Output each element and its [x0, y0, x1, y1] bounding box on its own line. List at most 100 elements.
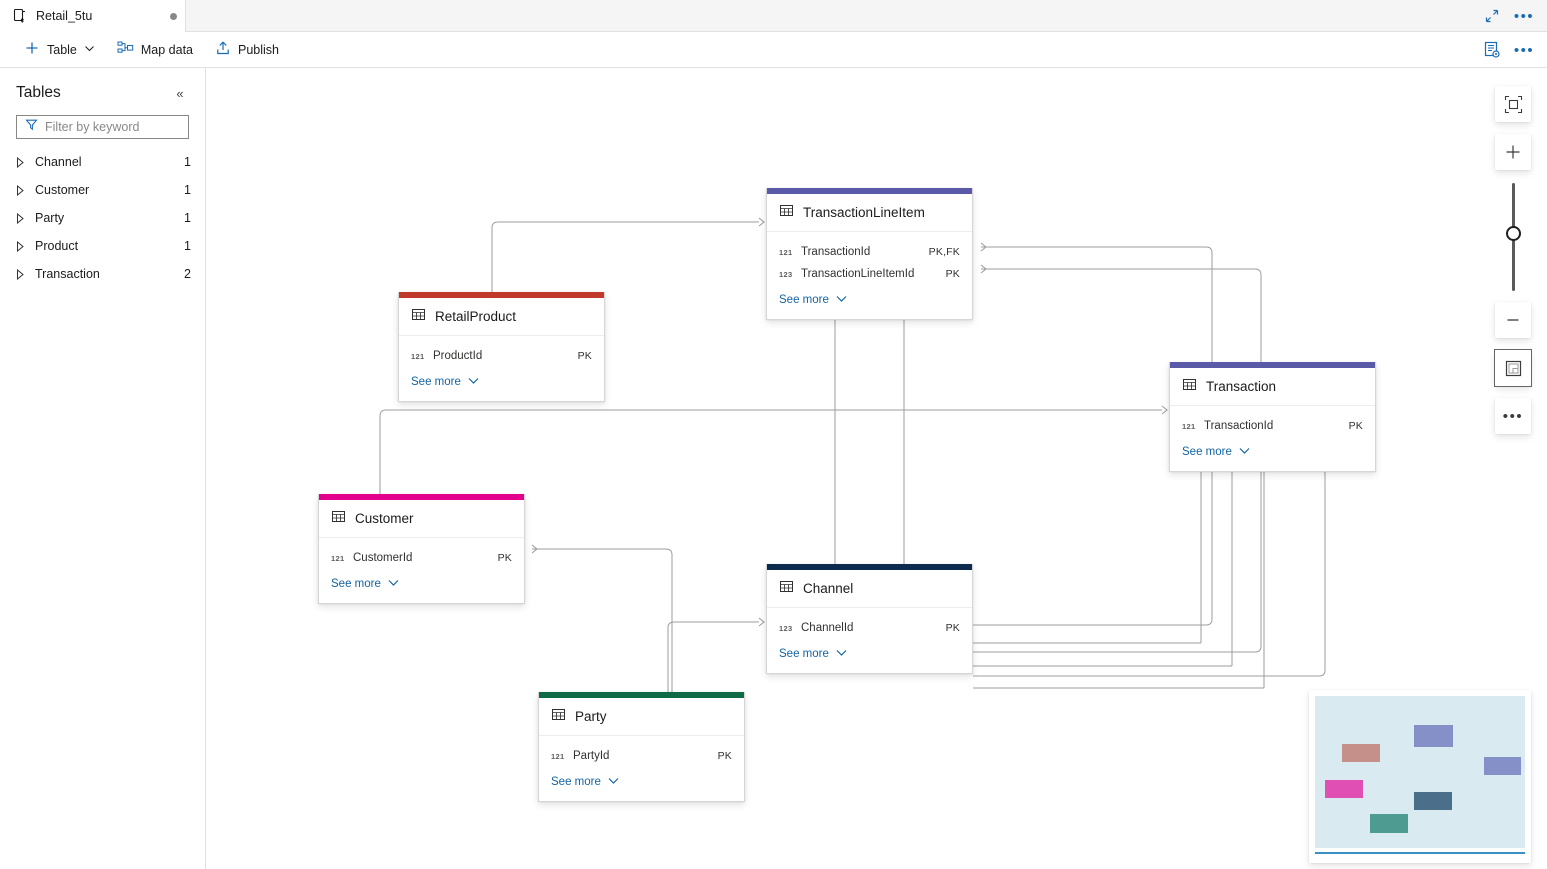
tab-title: Retail_5tu	[36, 9, 93, 23]
field-key-badge: PK	[945, 622, 960, 634]
entity-header[interactable]: Customer	[319, 500, 524, 538]
canvas-overflow-menu[interactable]: •••	[1495, 398, 1531, 434]
document-tab[interactable]: Retail_5tu	[0, 0, 186, 32]
sidebar-item-label: Party	[35, 211, 65, 225]
field-type-icon: 123	[779, 623, 793, 633]
see-more-label: See more	[331, 578, 381, 590]
table-icon	[779, 203, 794, 223]
minimap-toggle-button[interactable]	[1494, 349, 1532, 387]
sidebar-item-label: Channel	[35, 155, 82, 169]
zoom-slider-thumb[interactable]	[1505, 226, 1521, 241]
entity-header[interactable]: Transaction	[1170, 368, 1375, 406]
map-data-button[interactable]: Map data	[107, 36, 203, 64]
see-more-label: See more	[779, 294, 829, 306]
canvas-zoom-toolbar: •••	[1494, 86, 1532, 446]
see-more-button[interactable]: See more	[779, 644, 960, 664]
field-name: TransactionId	[801, 246, 871, 258]
entity-name: Customer	[355, 511, 414, 526]
field-type-icon: 121	[331, 553, 345, 563]
chevron-down-icon	[388, 579, 399, 589]
field-type-icon: 121	[551, 751, 565, 761]
sidebar-item-party[interactable]: Party 1	[0, 204, 205, 232]
chevron-down-icon	[1239, 447, 1250, 457]
entity-color-bar	[767, 188, 972, 194]
chevron-right-icon[interactable]	[16, 156, 32, 168]
collapse-sidebar-button[interactable]: «	[176, 85, 184, 101]
chevron-right-icon[interactable]	[16, 268, 32, 280]
properties-icon[interactable]	[1477, 37, 1507, 63]
entity-name: Party	[575, 709, 607, 724]
minimap-panel[interactable]	[1309, 690, 1531, 863]
tab-overflow-menu[interactable]: •••	[1513, 7, 1535, 25]
minimap-rect-transactionlineitem	[1414, 725, 1453, 747]
entity-color-bar	[767, 564, 972, 570]
entity-header[interactable]: Channel	[767, 570, 972, 608]
add-table-button[interactable]: Table	[14, 36, 105, 64]
chevron-right-icon[interactable]	[16, 240, 32, 252]
entity-header[interactable]: TransactionLineItem	[767, 194, 972, 232]
filter-icon	[25, 118, 38, 136]
entity-name: Transaction	[1206, 379, 1277, 394]
relationship-connectors	[379, 217, 1326, 692]
table-icon	[1182, 377, 1197, 397]
entity-header[interactable]: Party	[539, 698, 744, 736]
publish-button[interactable]: Publish	[205, 36, 289, 64]
filter-box[interactable]	[16, 115, 189, 139]
zoom-slider[interactable]	[1495, 182, 1531, 292]
see-more-button[interactable]: See more	[331, 574, 512, 594]
table-icon	[779, 579, 794, 599]
minimap-surface[interactable]	[1315, 696, 1525, 848]
sidebar-item-channel[interactable]: Channel 1	[0, 148, 205, 176]
field-key-badge: PK	[577, 350, 592, 362]
see-more-button[interactable]: See more	[411, 372, 592, 392]
field-type-icon: 121	[411, 351, 425, 361]
see-more-label: See more	[779, 648, 829, 660]
expand-icon[interactable]	[1477, 3, 1507, 29]
chevron-right-icon[interactable]	[16, 212, 32, 224]
entity-name: TransactionLineItem	[803, 205, 925, 220]
entity-color-bar	[399, 292, 604, 298]
table-icon	[411, 307, 426, 327]
chevron-right-icon[interactable]	[16, 184, 32, 196]
entity-color-bar	[1170, 362, 1375, 368]
sidebar-item-count: 1	[184, 211, 191, 225]
toolbar-overflow-menu[interactable]: •••	[1513, 41, 1535, 59]
sidebar-item-count: 1	[184, 155, 191, 169]
entity-name: Channel	[803, 581, 854, 596]
field-key-badge: PK	[717, 750, 732, 762]
zoom-in-button[interactable]	[1495, 134, 1531, 170]
see-more-button[interactable]: See more	[551, 772, 732, 792]
chevron-down-icon	[84, 43, 95, 57]
table-icon	[331, 509, 346, 529]
see-more-button[interactable]: See more	[1182, 442, 1363, 462]
minimap-viewport-indicator[interactable]	[1315, 852, 1525, 854]
entity-header[interactable]: RetailProduct	[399, 298, 604, 336]
fit-to-screen-button[interactable]	[1495, 86, 1531, 122]
sidebar-item-count: 1	[184, 183, 191, 197]
zoom-out-button[interactable]	[1495, 302, 1531, 338]
field-key-badge: PK	[945, 268, 960, 280]
chevron-down-icon	[836, 295, 847, 305]
search-input[interactable]	[45, 120, 180, 134]
see-more-button[interactable]: See more	[779, 290, 960, 310]
